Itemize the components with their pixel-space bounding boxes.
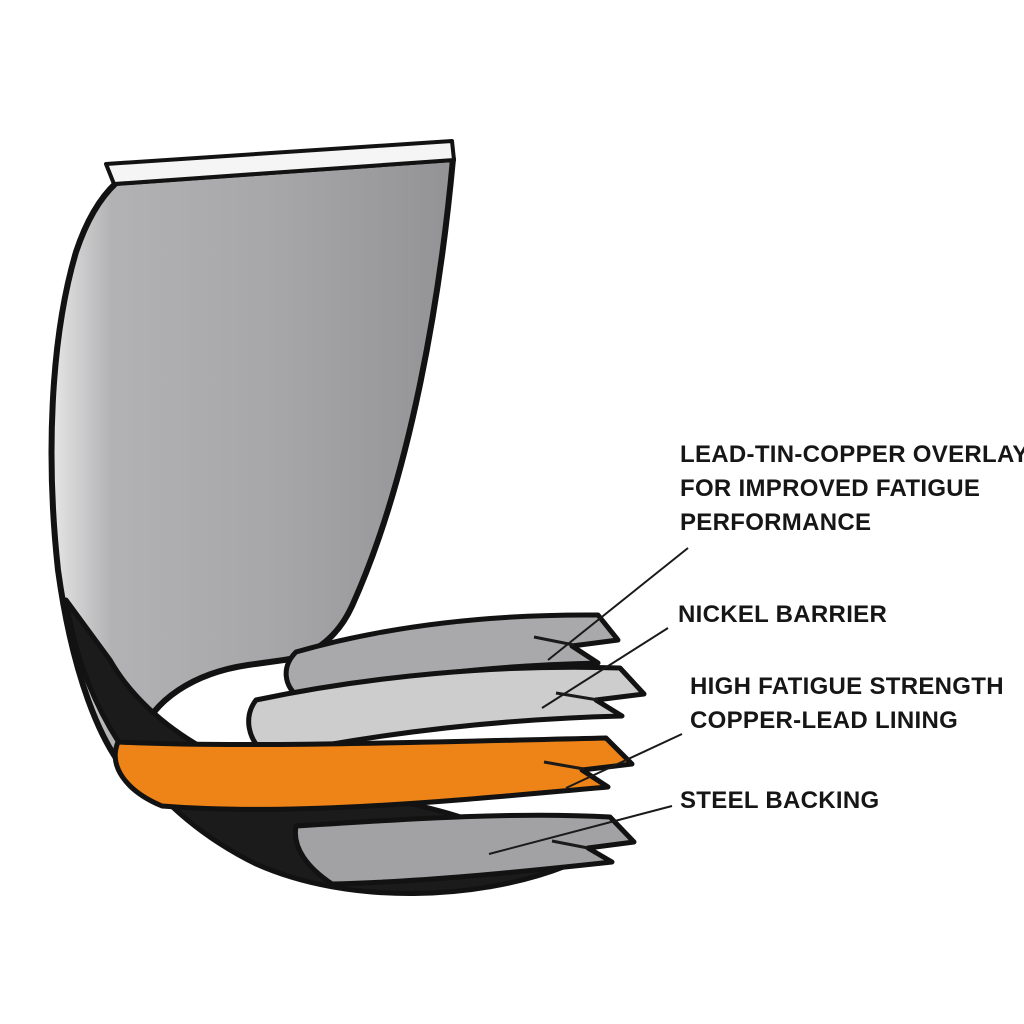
label-steel-backing: STEEL BACKING	[680, 784, 879, 818]
overlay-leader-line	[547, 547, 689, 661]
label-overlay-line-1: LEAD-TIN-COPPER OVERLAY	[680, 441, 1024, 468]
label-overlay-line-2: FOR IMPROVED FATIGUE	[680, 475, 981, 502]
bearing-top-rim	[104, 139, 456, 186]
label-overlay-line-3: PERFORMANCE	[680, 509, 872, 536]
label-copper-lead-lining: HIGH FATIGUE STRENGTH COPPER-LEAD LINING	[690, 670, 1004, 738]
label-steel-line-1: STEEL BACKING	[680, 787, 880, 814]
copper-lead-leader-line	[565, 733, 683, 789]
nickel-leader-line	[541, 627, 669, 709]
steel-leader-line	[488, 805, 673, 855]
label-overlay: LEAD-TIN-COPPER OVERLAY FOR IMPROVED FAT…	[680, 438, 1024, 540]
label-nickel-barrier: NICKEL BARRIER	[678, 598, 887, 632]
label-nickel-line-1: NICKEL BARRIER	[678, 601, 888, 628]
copper-lead-layer-strip	[112, 735, 635, 812]
label-copper-lead-line-1: HIGH FATIGUE STRENGTH	[690, 673, 1004, 700]
steel-backing-strip	[292, 812, 637, 887]
label-copper-lead-line-2: COPPER-LEAD LINING	[690, 707, 959, 734]
